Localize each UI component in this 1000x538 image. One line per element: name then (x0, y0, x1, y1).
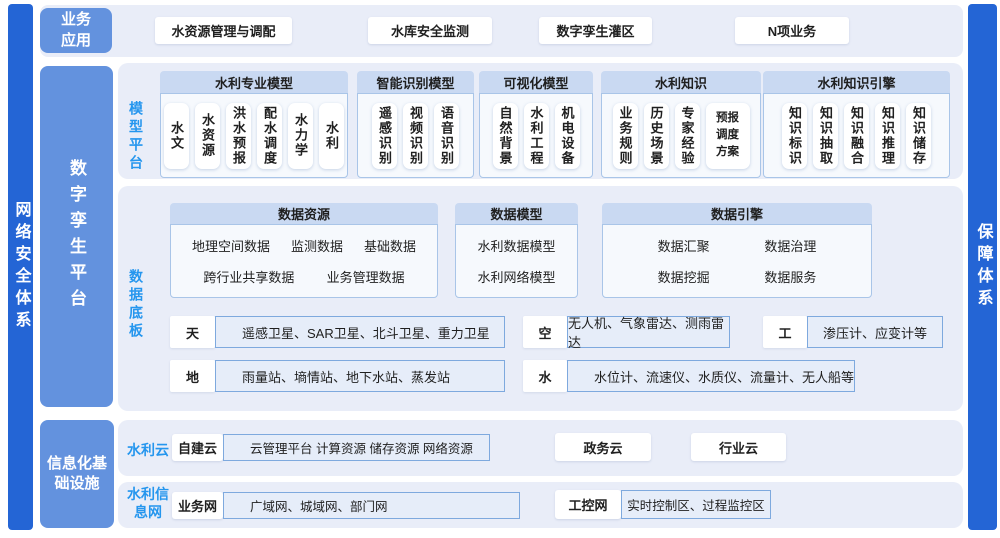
data-row: 数据汇聚 数据治理 (603, 236, 871, 255)
group-data-engine: 数据引擎 数据汇聚 数据治理 数据挖掘 数据服务 (602, 203, 872, 298)
data-row: 数据挖掘 数据服务 (603, 267, 871, 286)
group-body: 自然背景 水利工程 机电设备 (479, 93, 593, 178)
guarantee-system-label: 保障体系 (974, 223, 992, 311)
business-apps-header: 业务应用 (40, 8, 112, 53)
model-pill: 预报调度方案 (705, 102, 750, 169)
model-pill: 知识抽取 (813, 102, 838, 169)
model-pill: 洪水预报 (226, 102, 251, 169)
business-item-digital-twin-irrigation: 数字孪生灌区 (539, 17, 652, 44)
data-row: 水利网络模型 (456, 267, 577, 286)
infrastructure-header: 信息化基础设施 (40, 420, 114, 528)
data-board-label: 数据底板 (128, 269, 144, 341)
group-knowledge-engine: 水利知识引擎 知识标识 知识抽取 知识融合 知识推理 知识储存 (763, 71, 950, 178)
model-pill: 知识储存 (906, 102, 931, 169)
model-pill: 视频识别 (403, 102, 428, 169)
industry-cloud-box: 行业云 (691, 433, 786, 461)
group-title: 数据模型 (455, 203, 578, 224)
group-body: 水文 水资源 洪水预报 配水调度 水力学 水利 (160, 93, 348, 178)
industrial-control-network-content: 实时控制区、过程监控区 (621, 490, 771, 519)
model-pill: 配水调度 (257, 102, 282, 169)
sensing-content-water: 水位计、流速仪、水质仪、流量计、无人船等 (567, 360, 855, 392)
model-pill: 水利 (319, 102, 344, 169)
group-water-professional-models: 水利专业模型 水文 水资源 洪水预报 配水调度 水力学 水利 (160, 71, 348, 178)
model-pill: 知识融合 (844, 102, 869, 169)
group-body: 知识标识 知识抽取 知识融合 知识推理 知识储存 (763, 93, 950, 178)
data-item: 地理空间数据 (191, 239, 270, 255)
sensing-content-sky: 遥感卫星、SAR卫星、北斗卫星、重力卫星 (215, 316, 505, 348)
data-item: 水利数据模型 (477, 239, 556, 255)
guarantee-system-bar: 保障体系 (968, 4, 997, 530)
self-built-cloud-tag: 自建云 (172, 434, 223, 461)
group-title: 水利知识引擎 (763, 71, 950, 93)
model-pill: 水力学 (288, 102, 313, 169)
business-network-tag: 业务网 (172, 492, 223, 519)
group-data-models: 数据模型 水利数据模型 水利网络模型 (455, 203, 578, 298)
group-title: 可视化模型 (479, 71, 593, 93)
group-body: 业务规则 历史场景 专家经验 预报调度方案 (601, 93, 761, 178)
data-item: 跨行业共享数据 (203, 269, 295, 285)
group-title: 水利知识 (601, 71, 761, 93)
group-title: 水利专业模型 (160, 71, 348, 93)
business-item-water-allocation: 水资源管理与调配 (155, 17, 292, 44)
data-row: 地理空间数据 监测数据 基础数据 (171, 236, 437, 255)
data-row: 水利数据模型 (456, 236, 577, 255)
sensing-content-engineering: 渗压计、应变计等 (807, 316, 943, 348)
model-pill: 水文 (164, 102, 189, 169)
network-security-bar: 网络安全体系 (8, 4, 33, 530)
model-pill: 遥感识别 (372, 102, 397, 169)
group-visualization-models: 可视化模型 自然背景 水利工程 机电设备 (479, 71, 593, 178)
self-built-cloud-content: 云管理平台 计算资源 储存资源 网络资源 (223, 434, 490, 461)
model-pill: 自然背景 (492, 102, 518, 169)
data-item: 业务管理数据 (326, 269, 405, 285)
sensing-label-air: 空 (523, 316, 567, 348)
model-pill: 水利工程 (523, 102, 549, 169)
model-pill: 机电设备 (554, 102, 580, 169)
group-title: 智能识别模型 (357, 71, 474, 93)
model-pill: 知识标识 (782, 102, 807, 169)
sensing-content-ground: 雨量站、墒情站、地下水站、蒸发站 (215, 360, 505, 392)
data-item: 数据治理 (764, 239, 817, 255)
group-data-resources: 数据资源 地理空间数据 监测数据 基础数据 跨行业共享数据 业务管理数据 (170, 203, 438, 298)
digital-twin-platform-label: 数字孪生平台 (67, 158, 86, 315)
data-item: 数据汇聚 (657, 239, 710, 255)
government-cloud-box: 政务云 (555, 433, 651, 461)
sensing-label-ground: 地 (170, 360, 215, 392)
network-security-label: 网络安全体系 (12, 201, 30, 333)
group-body: 地理空间数据 监测数据 基础数据 跨行业共享数据 业务管理数据 (170, 224, 438, 298)
business-apps-header-label: 业务应用 (60, 11, 91, 49)
digital-twin-platform-header: 数字孪生平台 (40, 66, 113, 407)
sensing-label-water: 水 (523, 360, 567, 392)
model-pill: 专家经验 (674, 102, 700, 169)
data-item: 数据挖掘 (657, 269, 710, 285)
sensing-label-engineering: 工 (763, 316, 807, 348)
industrial-control-network-tag: 工控网 (555, 490, 621, 519)
data-item: 监测数据 (290, 239, 343, 255)
water-cloud-label: 水利云 (127, 442, 169, 458)
model-pill: 语音识别 (434, 102, 459, 169)
group-intelligent-recognition-models: 智能识别模型 遥感识别 视频识别 语音识别 (357, 71, 474, 178)
data-item: 水利网络模型 (477, 269, 556, 285)
group-body: 数据汇聚 数据治理 数据挖掘 数据服务 (602, 224, 872, 298)
group-title: 数据引擎 (602, 203, 872, 224)
group-water-knowledge: 水利知识 业务规则 历史场景 专家经验 预报调度方案 (601, 71, 761, 178)
water-info-network-label: 水利信息网 (127, 485, 169, 520)
group-title: 数据资源 (170, 203, 438, 224)
model-platform-label: 模型平台 (128, 101, 144, 173)
model-pill: 业务规则 (612, 102, 638, 169)
business-item-n-services: N项业务 (735, 17, 849, 44)
data-item: 基础数据 (363, 239, 416, 255)
group-body: 遥感识别 视频识别 语音识别 (357, 93, 474, 178)
sensing-content-air: 无人机、气象雷达、测雨雷达 (567, 316, 730, 350)
data-row: 跨行业共享数据 业务管理数据 (171, 267, 437, 286)
model-pill: 知识推理 (875, 102, 900, 169)
model-pill: 历史场景 (643, 102, 669, 169)
sensing-label-sky: 天 (170, 316, 215, 348)
group-body: 水利数据模型 水利网络模型 (455, 224, 578, 298)
business-network-content: 广域网、城域网、部门网 (223, 492, 520, 519)
business-item-reservoir-safety: 水库安全监测 (368, 17, 492, 44)
infrastructure-header-label: 信息化基础设施 (46, 454, 107, 492)
model-pill: 水资源 (195, 102, 220, 169)
data-item: 数据服务 (764, 269, 817, 285)
